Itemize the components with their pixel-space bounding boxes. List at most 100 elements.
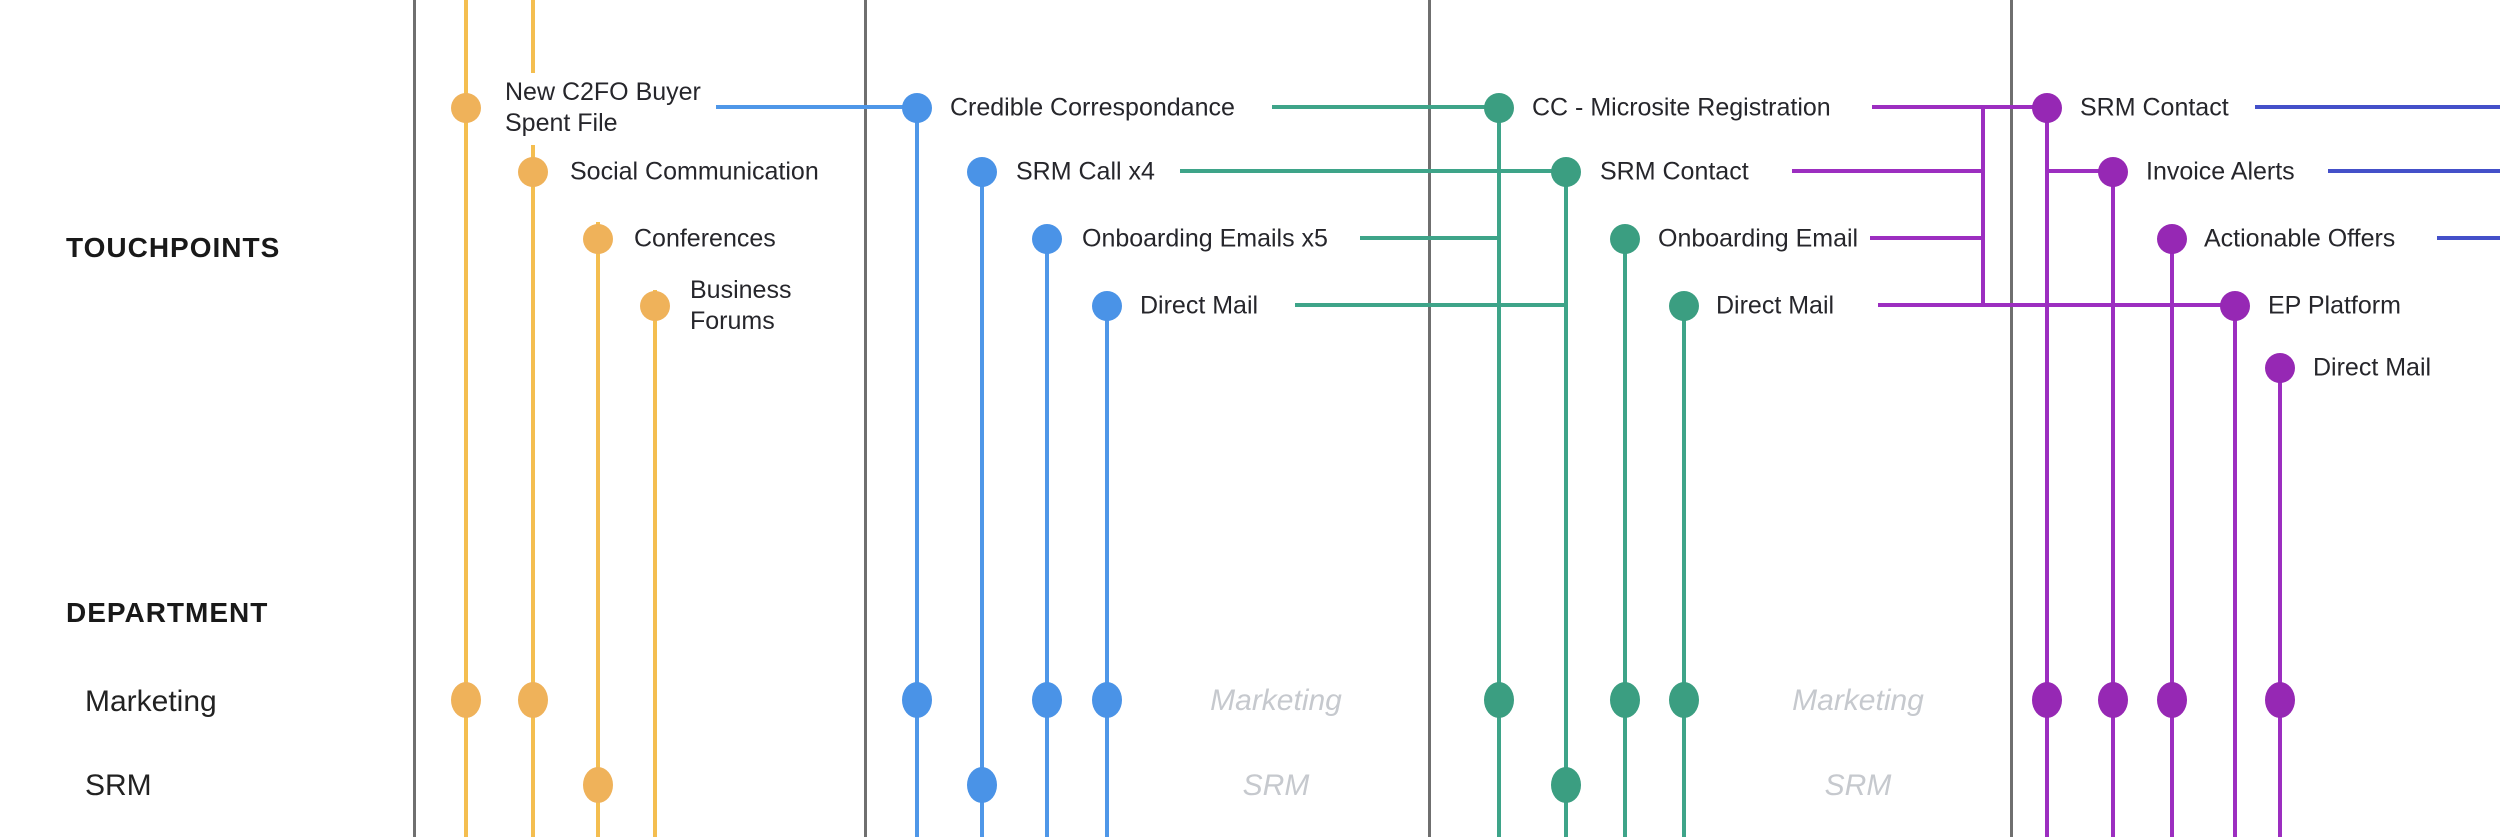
touchpoint-dot <box>1032 224 1062 254</box>
department-dot <box>902 682 932 718</box>
label-line: Spent File <box>505 109 618 137</box>
phase-divider <box>1428 0 1431 837</box>
touchpoint-label: SRM Contact <box>2080 93 2229 124</box>
touchpoint-stem <box>531 145 535 837</box>
touchpoint-dot <box>967 157 997 187</box>
touchpoint-label: SRM Contact <box>1600 157 1749 188</box>
touchpoint-label: Direct Mail <box>2313 353 2431 384</box>
connector-line <box>1272 105 1499 109</box>
touchpoint-stem <box>980 163 984 837</box>
label-line: SRM Contact <box>2080 93 2229 122</box>
department-dot <box>2032 682 2062 718</box>
touchpoint-label: Business Forums <box>690 275 791 337</box>
touchpoint-stem <box>1682 297 1686 837</box>
touchpoint-dot <box>640 291 670 321</box>
touchpoint-dot <box>451 93 481 123</box>
touchpoint-label: Social Communication <box>570 157 819 188</box>
department-dot <box>451 682 481 718</box>
department-row-label-marketing: Marketing <box>85 685 217 718</box>
touchpoint-label: New C2FO Buyer Spent File <box>505 77 701 139</box>
touchpoint-stem <box>1045 230 1049 837</box>
label-line: CC - Microsite Registration <box>1532 93 1831 122</box>
label-line: Credible Correspondance <box>950 93 1235 122</box>
label-line: Forums <box>690 307 775 335</box>
connector-line <box>2437 236 2500 240</box>
department-dot <box>1092 682 1122 718</box>
department-dot <box>2265 682 2295 718</box>
connector-line <box>1870 236 1985 240</box>
department-dot <box>1032 682 1062 718</box>
label-line: New C2FO Buyer <box>505 78 701 106</box>
touchpoint-stem <box>596 222 600 837</box>
touchpoint-stem <box>1564 163 1568 837</box>
touchpoint-dot <box>2098 157 2128 187</box>
label-line: Onboarding Emails x5 <box>1082 224 1328 253</box>
touchpoint-stem <box>1497 100 1501 837</box>
touchpoint-stem <box>464 0 468 837</box>
touchpoint-label: Direct Mail <box>1140 291 1258 322</box>
row-watermark-marketing: Marketing <box>1210 684 1342 717</box>
department-dot <box>2157 682 2187 718</box>
label-line: SRM Contact <box>1600 157 1749 186</box>
phase-divider <box>864 0 867 837</box>
label-line: Direct Mail <box>1716 291 1835 320</box>
connector-line <box>1360 236 1501 240</box>
row-watermark-srm: SRM <box>1824 769 1892 802</box>
connector-line <box>716 105 917 109</box>
touchpoint-stem <box>2278 362 2282 837</box>
connector-line <box>2328 169 2500 173</box>
phase-divider <box>413 0 416 837</box>
touchpoint-label: EP Platform <box>2268 291 2401 322</box>
touchpoint-stem <box>531 0 535 73</box>
touchpoint-dot <box>518 157 548 187</box>
touchpoint-label: SRM Call x4 <box>1016 157 1155 188</box>
touchpoint-stem <box>2233 297 2237 837</box>
touchpoint-label: Conferences <box>634 224 776 255</box>
touchpoint-dot <box>1092 291 1122 321</box>
row-watermark-srm: SRM <box>1242 769 1310 802</box>
touchpoint-stem <box>1623 230 1627 837</box>
label-line: EP Platform <box>2268 291 2401 320</box>
label-line: Direct Mail <box>1140 291 1259 320</box>
touchpoint-dot <box>2220 291 2250 321</box>
touchpoints-header: TOUCHPOINTS <box>66 232 281 263</box>
department-dot <box>1669 682 1699 718</box>
touchpoint-stem <box>2045 100 2049 837</box>
touchpoint-dot <box>2265 353 2295 383</box>
touchpoint-dot <box>1484 93 1514 123</box>
touchpoint-dot <box>1610 224 1640 254</box>
touchpoint-stem <box>2111 163 2115 837</box>
touchpoint-label: Onboarding Email <box>1658 224 1858 255</box>
touchpoint-label: CC - Microsite Registration <box>1532 93 1831 124</box>
label-line: Direct Mail <box>2313 353 2432 382</box>
touchpoint-stem <box>1105 297 1109 837</box>
connector-line <box>1180 169 1566 173</box>
department-header: DEPARTMENT <box>66 597 269 628</box>
touchpoint-stem <box>915 100 919 837</box>
phase-divider <box>2010 0 2013 837</box>
department-dot <box>1551 767 1581 803</box>
department-dot <box>583 767 613 803</box>
department-dot <box>967 767 997 803</box>
connector-line <box>2255 105 2500 109</box>
department-row-label-srm: SRM <box>85 769 152 802</box>
connector-line <box>1295 303 1566 307</box>
row-watermark-marketing: Marketing <box>1792 684 1924 717</box>
connector-line <box>1872 105 2047 109</box>
touchpoint-stem <box>2170 230 2174 837</box>
touchpoint-label: Onboarding Emails x5 <box>1082 224 1328 255</box>
touchpoint-dot <box>1669 291 1699 321</box>
connector-line <box>2047 169 2113 173</box>
connector-line <box>1792 169 1985 173</box>
touchpoint-dot <box>2157 224 2187 254</box>
touchpoint-dot <box>902 93 932 123</box>
touchpoint-label: Actionable Offers <box>2204 224 2395 255</box>
touchpoint-label: Direct Mail <box>1716 291 1834 322</box>
touchpoint-label: Credible Correspondance <box>950 93 1235 124</box>
connector-trunk <box>1981 105 1985 307</box>
department-dot <box>1484 682 1514 718</box>
label-line: Conferences <box>634 224 776 253</box>
touchpoint-dot <box>583 224 613 254</box>
department-dot <box>1610 682 1640 718</box>
